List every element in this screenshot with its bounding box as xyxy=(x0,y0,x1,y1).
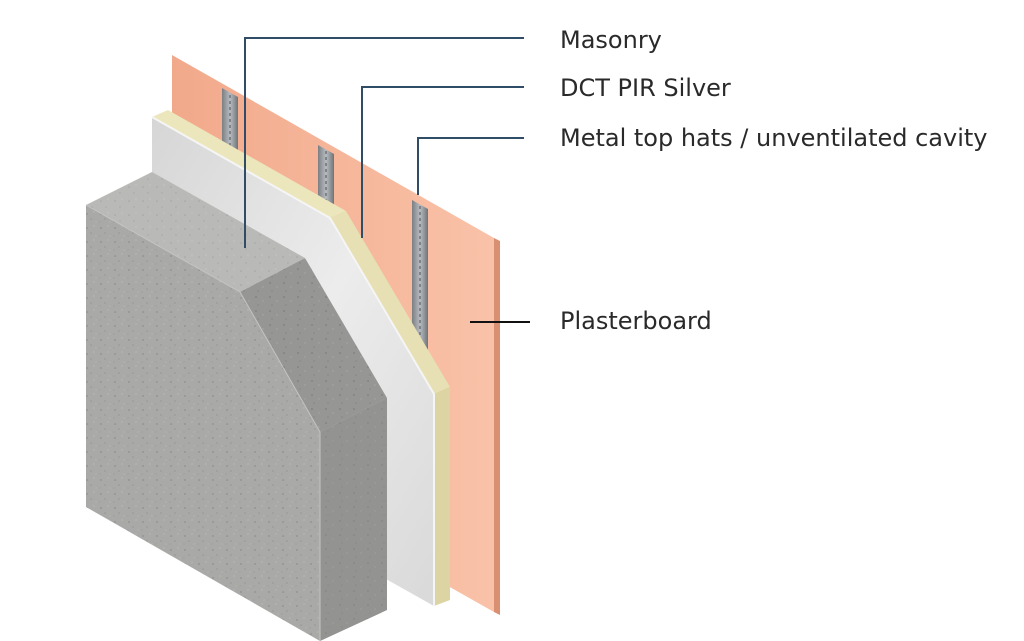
label-plasterboard: Plasterboard xyxy=(560,307,712,335)
label-metal-top-hats: Metal top hats / unventilated cavity xyxy=(560,124,988,152)
leader-line-masonry xyxy=(244,37,524,248)
label-pir-insulation: DCT PIR Silver xyxy=(560,74,731,102)
leader-line-pir xyxy=(361,86,524,238)
label-masonry: Masonry xyxy=(560,26,662,54)
leader-lines xyxy=(244,37,530,323)
masonry-block xyxy=(85,172,387,641)
metal-top-hat-studs xyxy=(222,88,428,353)
leader-line-top-hats xyxy=(417,137,524,195)
top-hat-stud-3 xyxy=(412,200,428,353)
